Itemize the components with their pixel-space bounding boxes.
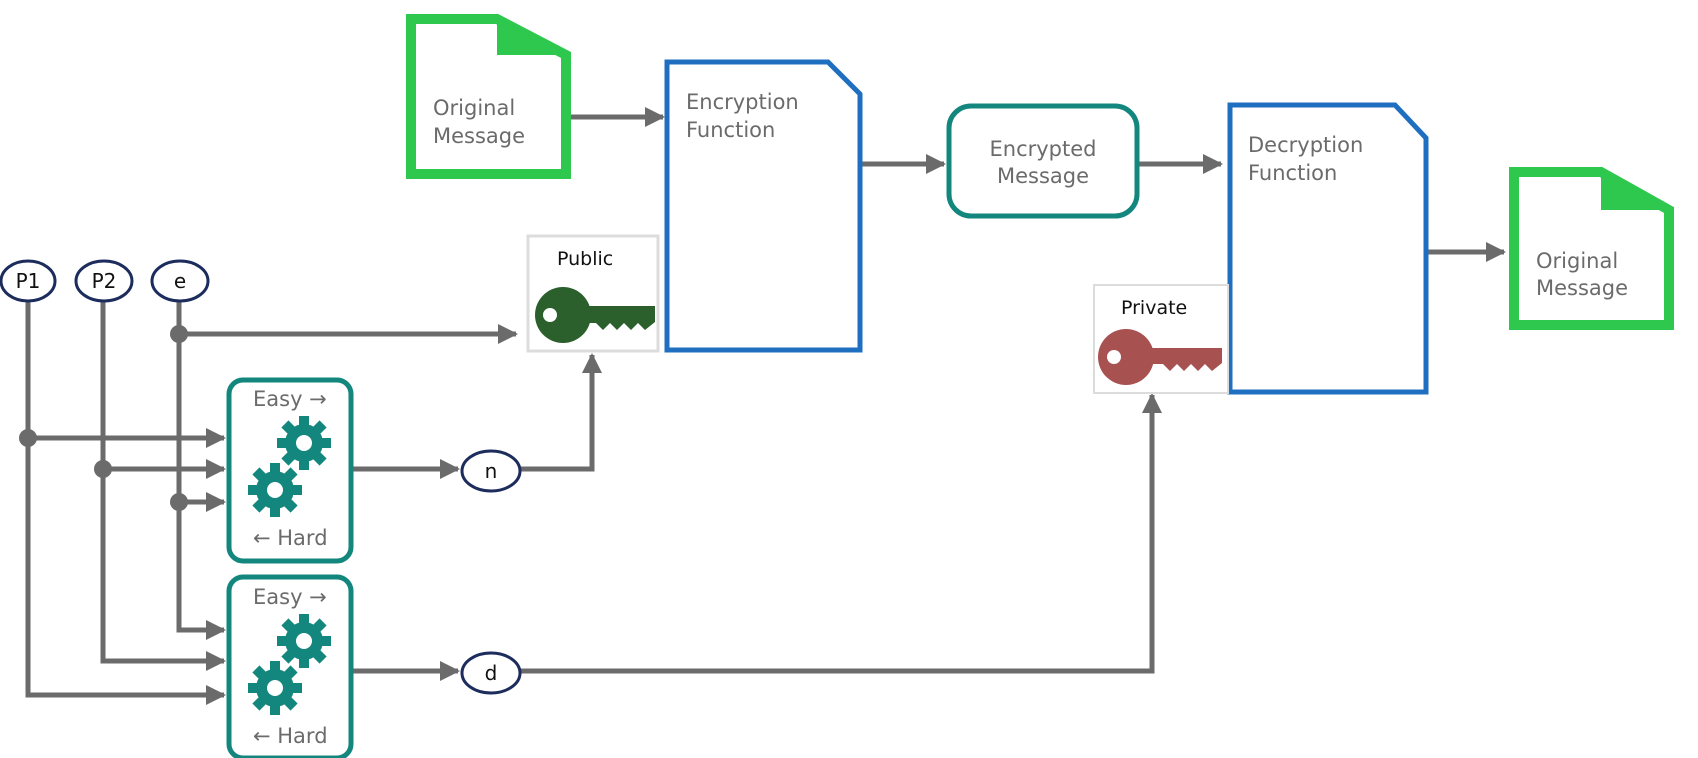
gear-icon: [277, 614, 331, 668]
private-key-card: Private: [1093, 284, 1229, 394]
decryption-function-line2: Function: [1248, 161, 1337, 185]
generator-lower-easy: Easy →: [253, 585, 327, 609]
gear-icon: [248, 661, 302, 715]
generator-upper-hard: ← Hard: [253, 526, 328, 550]
generator-upper-easy: Easy →: [253, 387, 327, 411]
generator-lower-hard: ← Hard: [253, 724, 328, 748]
connector-lines: [25, 107, 1506, 705]
svg-text:n: n: [485, 459, 498, 483]
input-p2: P2: [74, 259, 134, 303]
original-message-output-line1: Original: [1536, 249, 1618, 273]
encryption-function-line1: Encryption: [686, 90, 799, 114]
output-n: n: [460, 449, 522, 493]
generator-lower-box: Easy → ← Hard: [226, 574, 354, 758]
svg-text:P1: P1: [16, 269, 41, 293]
encrypted-message-box: Encrypted Message: [946, 103, 1140, 219]
generator-upper-box: Easy → ← Hard: [226, 377, 354, 564]
input-e: e: [150, 259, 210, 303]
private-key-label: Private: [1121, 297, 1187, 319]
output-d: d: [460, 651, 522, 695]
gear-icon: [277, 416, 331, 470]
original-message-input-doc: Original Message: [406, 14, 571, 179]
original-message-input-line2: Message: [433, 124, 525, 148]
public-key-icon: [535, 287, 655, 343]
encrypted-message-line2: Message: [997, 164, 1089, 188]
original-message-output-line2: Message: [1536, 276, 1628, 300]
public-key-card: Public: [526, 234, 660, 353]
original-message-output-doc: Original Message: [1509, 167, 1674, 330]
original-message-input-line1: Original: [433, 96, 515, 120]
input-p1: P1: [0, 259, 57, 303]
svg-text:d: d: [485, 661, 498, 685]
gear-icon: [248, 463, 302, 517]
private-key-icon: [1098, 329, 1222, 385]
public-key-label: Public: [557, 248, 613, 270]
svg-text:e: e: [174, 269, 186, 293]
decryption-function-line1: Decryption: [1248, 133, 1363, 157]
encryption-function-box: Encryption Function: [664, 59, 863, 353]
decryption-function-box: Decryption Function: [1227, 102, 1429, 395]
encryption-function-line2: Function: [686, 118, 775, 142]
junction-dots: [19, 325, 188, 511]
encrypted-message-line1: Encrypted: [990, 137, 1097, 161]
svg-text:P2: P2: [92, 269, 117, 293]
